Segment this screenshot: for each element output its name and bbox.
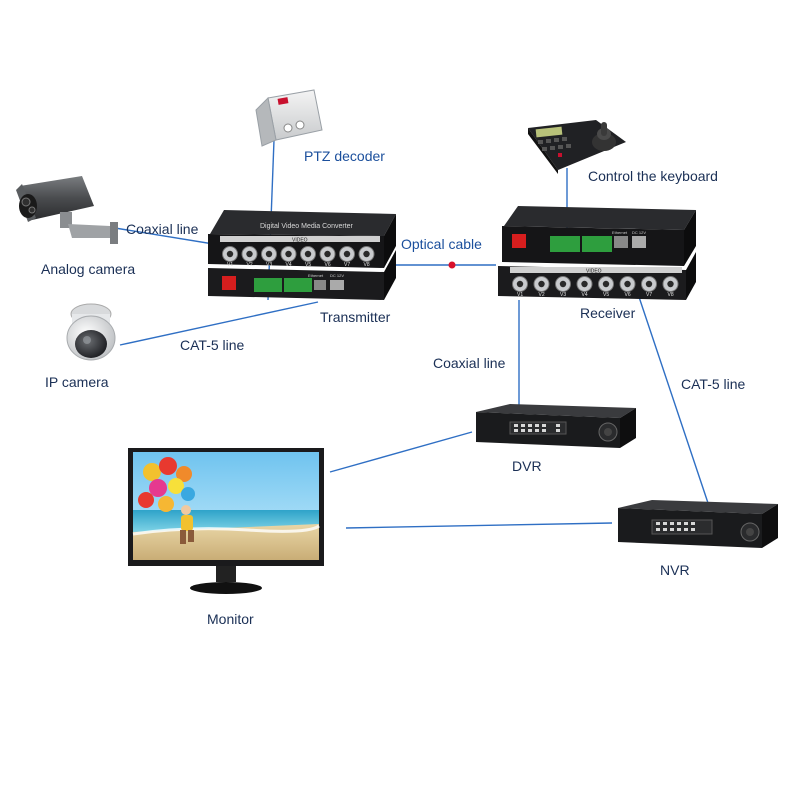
receiver-bnc-pin [538,280,545,288]
transmitter-bnc-pin [324,250,331,258]
receiver-ethernet-text: Ethernet [612,230,628,235]
coaxial-line-right-label: Coaxial line [433,355,506,371]
cat5-line-left-label: CAT-5 line [180,337,245,353]
transmitter-video-bar: VIDEO [292,238,308,244]
transmitter-channel-label: V6 [325,262,331,268]
transmitter-channel-label: V2 [247,262,253,268]
transmitter-channel-label: V8 [364,262,370,268]
analog-camera-label: Analog camera [41,261,136,277]
ip-camera-label: IP camera [45,374,109,390]
receiver-channel-label: V3 [560,292,566,298]
receiver-bnc-pin [559,280,567,288]
transmitter-bnc-pin [265,250,273,258]
receiver-channel-label: V2 [539,292,545,298]
coaxial-line-left-label: Coaxial line [126,221,199,237]
receiver-channel-label: V5 [603,292,609,298]
receiver-nvr-cat5-line [635,287,709,504]
ip-camera-cat5-line [119,301,319,346]
ip-camera-device [66,303,116,361]
transmitter-ethernet-text: Ethernet [308,273,324,278]
receiver-channel-label: V8 [668,292,674,298]
transmitter-title-text: Digital Video Media Converter [260,223,354,230]
ptz-decoder-label: PTZ decoder [304,148,385,164]
ptz-decoder-device [255,89,323,147]
receiver-bnc-pin [602,280,610,288]
receiver-channel-label: V4 [582,292,588,298]
monitor-label: Monitor [207,611,254,627]
optical-cable-label: Optical cable [401,236,482,252]
transmitter-channel-label: V5 [305,262,311,268]
dvr-device [476,404,636,448]
receiver-bnc-pin [581,280,588,288]
receiver-channel-label: V6 [625,292,631,298]
transmitter-channel-label: V1 [227,262,233,268]
transmitter-channel-label: V4 [286,262,292,268]
transmitter-bnc-pin [226,250,234,258]
transmitter-bnc-pin [343,250,351,258]
receiver-bnc-pin [667,280,674,288]
transmitter-label: Transmitter [320,309,391,325]
nvr-label: NVR [660,562,690,578]
transmitter-bnc-pin [304,250,312,258]
receiver-channel-label: V7 [646,292,652,298]
transmitter-device: Digital Video Media Converter VIDEO V1 V2… [208,210,396,300]
control-keyboard-label: Control the keyboard [588,168,718,184]
child-figure [180,505,194,544]
receiver-bnc-pin [624,280,631,288]
optical-cable-dot [448,261,456,269]
dvr-label: DVR [512,458,542,474]
nvr-device [618,500,778,548]
analog-camera-device [16,176,118,244]
transmitter-dc-text: DC 12V [330,273,344,278]
balloons-image [138,457,195,512]
transmitter-bnc-pin [363,250,370,258]
receiver-label: Receiver [580,305,636,321]
transmitter-bnc-pin [285,250,292,258]
receiver-channel-label: V1 [517,292,523,298]
receiver-dc-text: DC 12V [632,230,646,235]
receiver-device: Ethernet DC 12V VIDEO V1 V2 V3 V4 V5 V6 V7 V8 [498,206,696,300]
transmitter-channel-label: V3 [266,262,272,268]
monitor-dvr-line [329,431,473,473]
receiver-bnc-pin [516,280,524,288]
cat5-line-right-label: CAT-5 line [681,376,746,392]
transmitter-channel-label: V7 [344,262,350,268]
transmitter-bnc-pin [246,250,253,258]
receiver-bnc-pin [645,280,653,288]
control-keyboard-device [528,120,626,174]
receiver-video-bar: VIDEO [586,269,602,275]
monitor-nvr-line [345,522,613,529]
monitor-device [128,448,324,594]
